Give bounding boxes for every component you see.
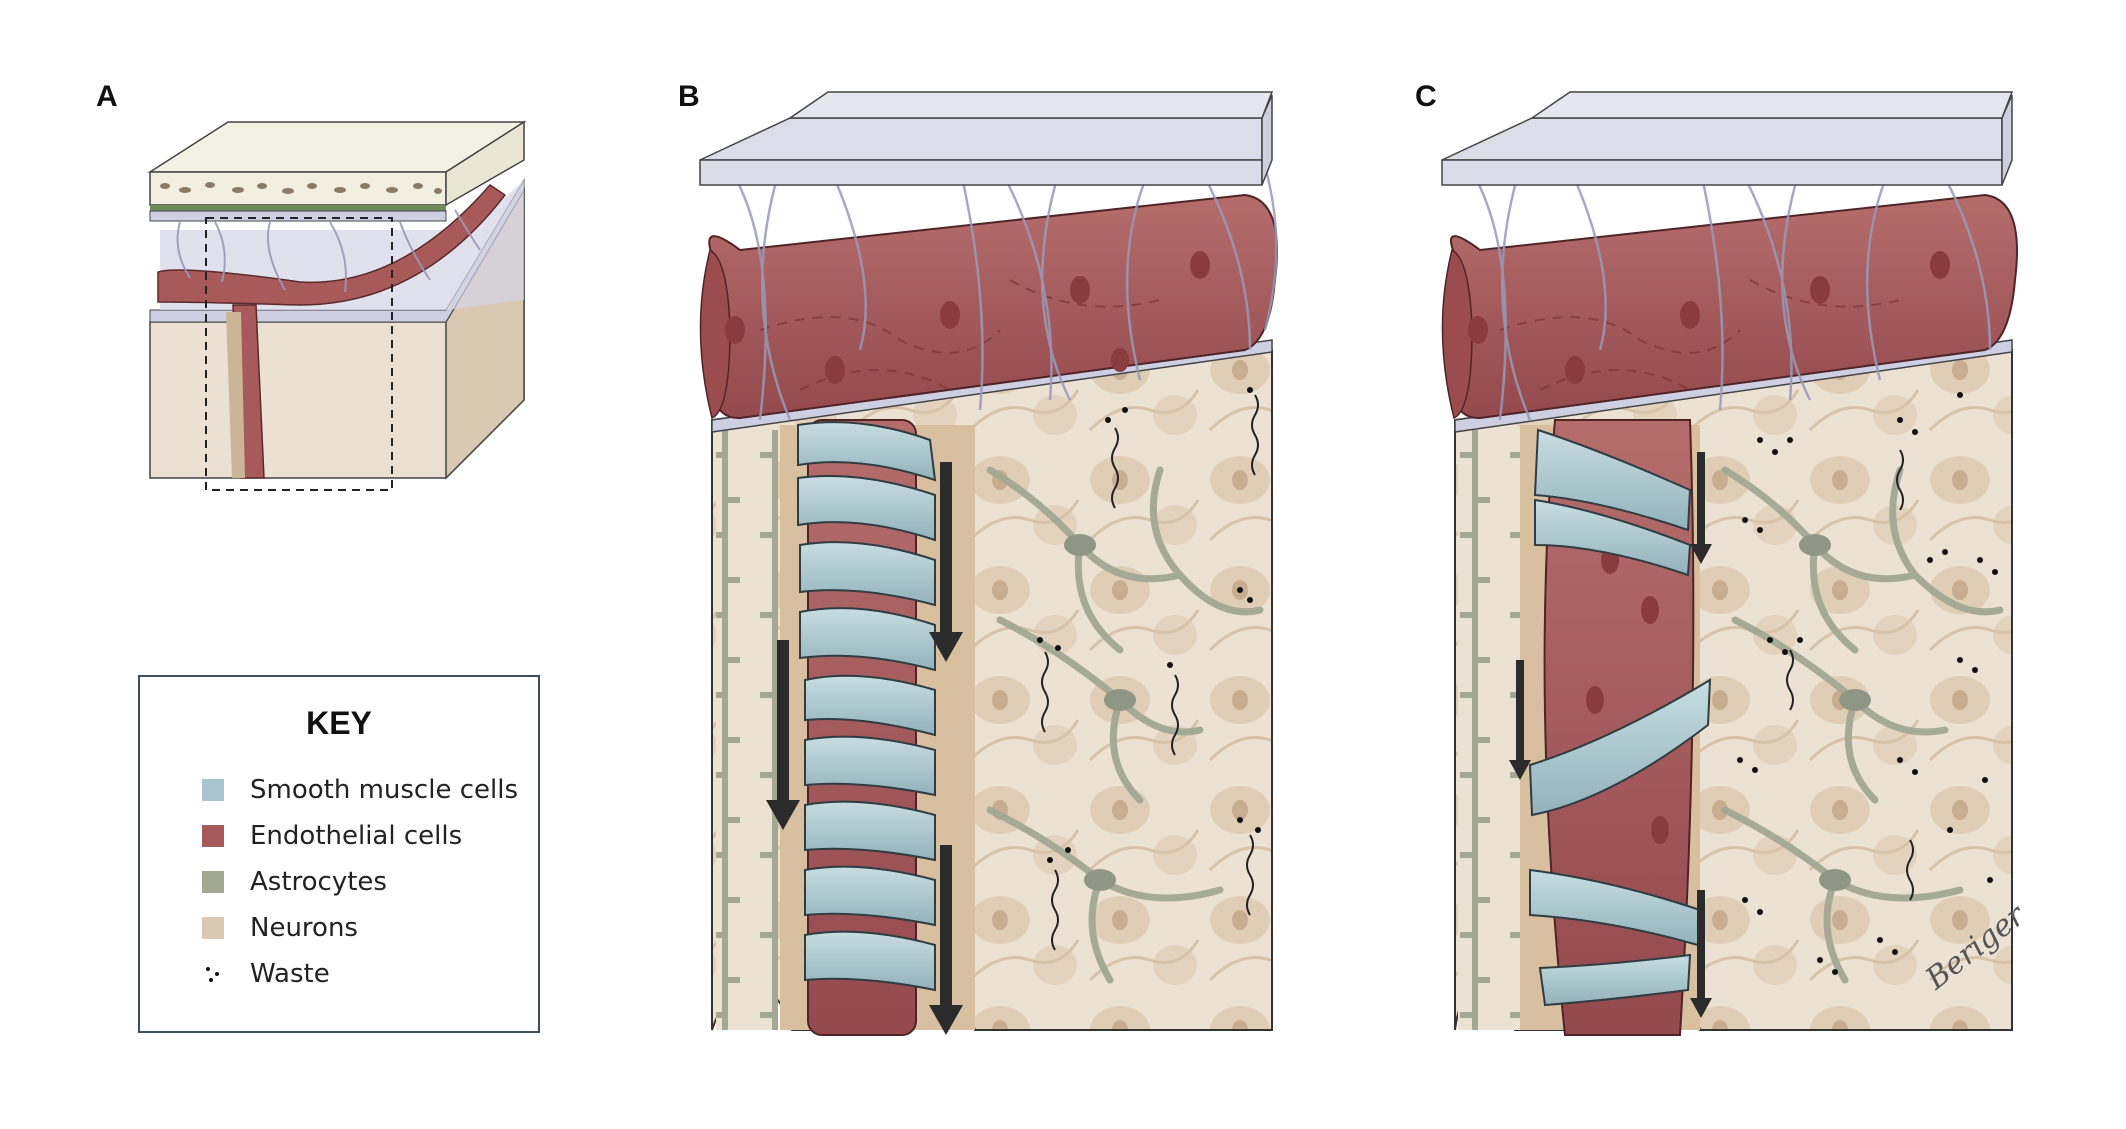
key-item-neurons: Neurons [202,910,358,946]
panel-b-label: B [678,80,700,113]
waste-dots-icon [202,963,224,985]
neurons-swatch [202,917,224,939]
key-item-astrocytes: Astrocytes [202,864,387,900]
panel-c-illustration [1441,91,2018,1036]
panel-a-illustration [147,120,527,491]
key-label: Smooth muscle cells [250,775,518,805]
astrocytes-swatch [202,871,224,893]
key-legend: KEY Smooth muscle cells Endothelial cell… [138,675,540,1033]
key-label: Neurons [250,913,358,943]
key-label: Waste [250,959,330,989]
panel-a-inset-box [205,217,393,491]
panel-a-label: A [96,80,118,113]
key-label: Endothelial cells [250,821,463,851]
smooth-muscle-swatch [202,779,224,801]
key-item-waste: Waste [202,956,330,992]
key-title: KEY [306,705,372,741]
key-label: Astrocytes [250,867,387,897]
key-item-smooth-muscle: Smooth muscle cells [202,772,518,808]
panel-b-illustration [699,91,1278,1036]
key-item-endothelial: Endothelial cells [202,818,462,854]
endothelial-swatch [202,825,224,847]
panel-c-label: C [1415,80,1437,113]
